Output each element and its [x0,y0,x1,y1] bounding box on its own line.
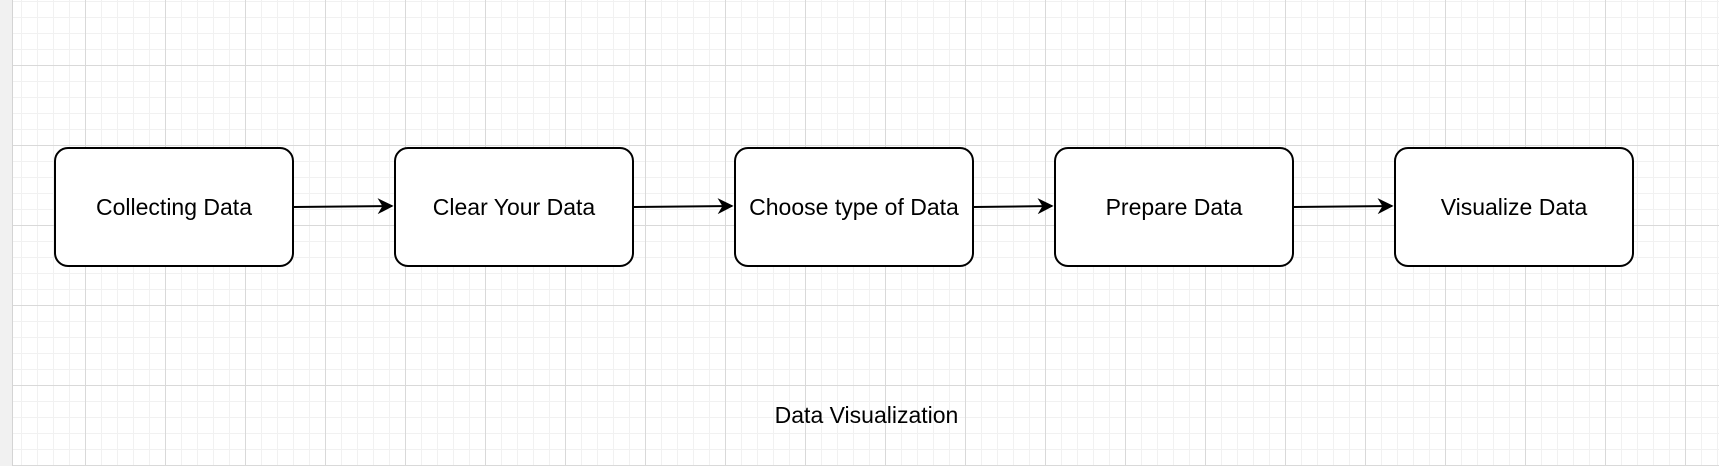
connector-layer [293,198,1394,215]
connector-arrow-4[interactable] [1293,198,1394,215]
node-choose-type-of-data[interactable]: Choose type of Data [734,147,974,267]
diagram-caption[interactable]: Data Visualization [774,402,959,428]
connector-arrow-1[interactable] [293,198,394,215]
connector-arrow-2[interactable] [633,198,734,215]
node-label: Clear Your Data [432,193,596,220]
node-label: Collecting Data [96,193,252,220]
node-label: Prepare Data [1105,193,1243,220]
node-collecting-data[interactable]: Collecting Data [54,147,294,267]
connector-arrow-3[interactable] [973,198,1054,215]
node-label: Choose type of Data [749,193,959,220]
node-clear-your-data[interactable]: Clear Your Data [394,147,634,267]
node-label: Visualize Data [1440,193,1588,220]
diagram-canvas[interactable]: Collecting Data Clear Your Data Choose t… [12,0,1719,466]
node-visualize-data[interactable]: Visualize Data [1394,147,1634,267]
node-prepare-data[interactable]: Prepare Data [1054,147,1294,267]
